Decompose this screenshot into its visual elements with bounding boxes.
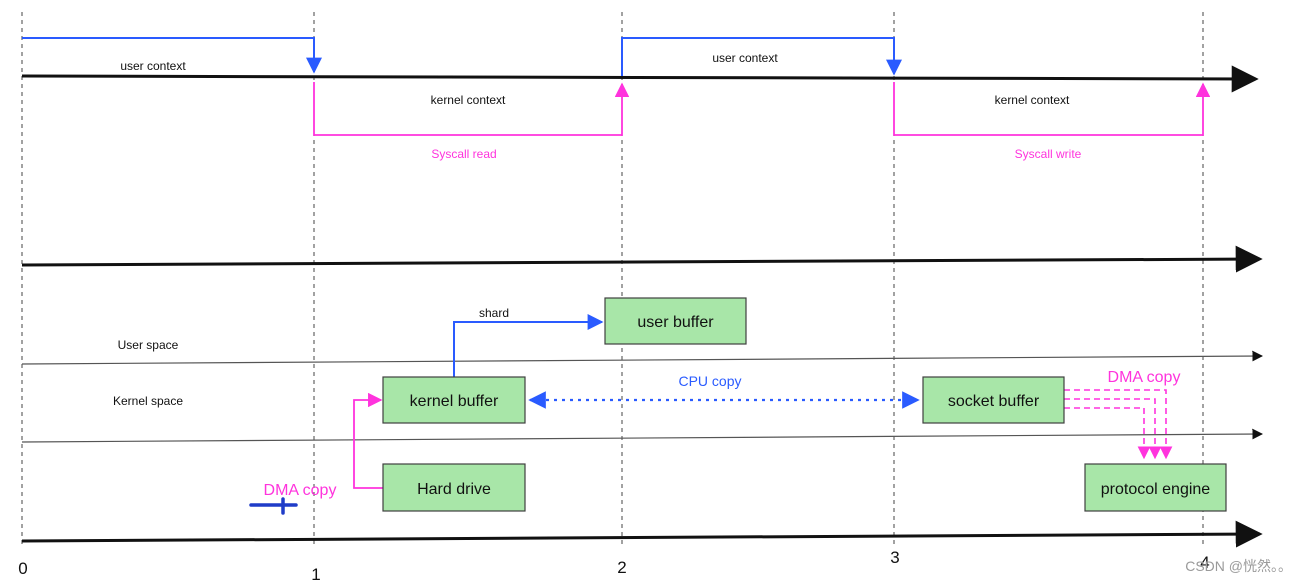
user-buffer-label: user buffer [637,314,714,331]
hard-drive-box: Hard drive [382,463,526,512]
tick-0: 0 [18,559,27,578]
user-context-line-2 [621,37,902,76]
protocol-engine-label: protocol engine [1101,481,1211,498]
kernel-space-line [21,428,1264,443]
kernel-buffer-label: kernel buffer [410,393,499,410]
dma-copy-arrow-right-1 [1064,389,1173,460]
cpu-copy-label: CPU copy [678,373,741,389]
user-context-line-1 [22,37,322,74]
tick-3: 3 [890,548,899,567]
dma-copy-arrow-right-3 [1064,407,1151,460]
user-space-line [21,350,1264,365]
dma-copy-label-right: DMA copy [1108,369,1181,386]
tick-2: 2 [617,558,626,577]
user-context-label-2: user context [712,51,778,65]
middle-axis [21,245,1263,273]
hard-drive-label: Hard drive [417,481,491,498]
dma-copy-arrows-right [1064,389,1173,460]
dma-copy-arrow-left [353,392,383,489]
kernel-context-line-1 [313,82,630,136]
time-axis [21,520,1263,548]
socket-buffer-label: socket buffer [948,393,1040,410]
kernel-context-line-2 [893,82,1211,136]
kernel-context-label-1: kernel context [431,93,506,107]
user-buffer-box: user buffer [604,297,747,345]
tick-4: 4 [1200,553,1209,572]
user-space-label: User space [118,338,179,352]
cursor-mark [249,497,298,515]
socket-buffer-box: socket buffer [922,376,1065,424]
time-guides [21,12,1204,545]
shard-arrow [453,314,604,378]
dma-copy-arrow-right-2 [1064,398,1162,460]
syscall-read-label: Syscall read [431,147,496,161]
kernel-buffer-box: kernel buffer [382,376,526,424]
dma-copy-label-left: DMA copy [264,482,337,499]
watermark: CSDN @恍然。。 [1185,558,1292,574]
kernel-context-label-2: kernel context [995,93,1070,107]
user-context-label-1: user context [120,59,186,73]
protocol-engine-box: protocol engine [1084,463,1227,512]
shard-label: shard [479,306,509,320]
tick-1: 1 [311,565,320,584]
syscall-write-label: Syscall write [1015,147,1082,161]
context-axis [21,65,1259,93]
kernel-space-label: Kernel space [113,394,183,408]
